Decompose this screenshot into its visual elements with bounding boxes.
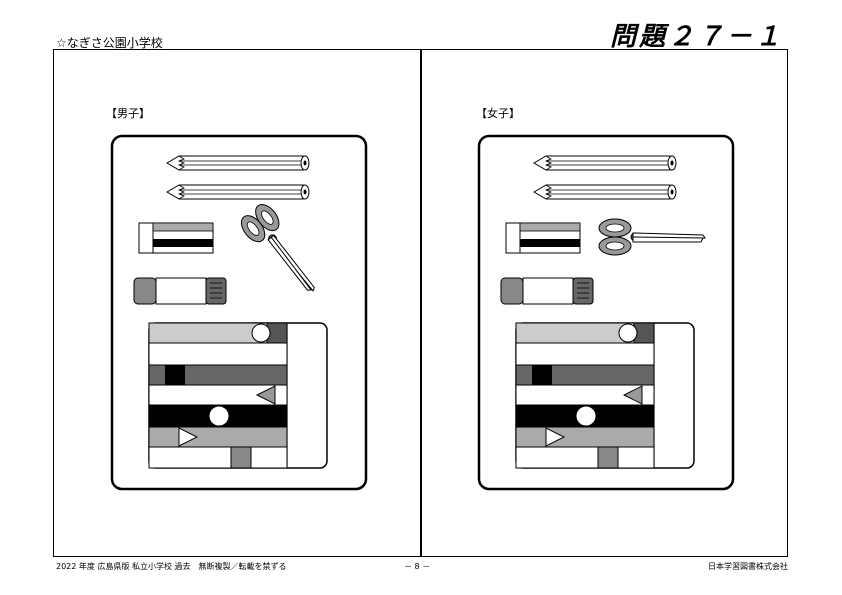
pencil-icon xyxy=(166,155,310,171)
boys-illustration xyxy=(110,134,368,491)
pencil-icon xyxy=(166,184,310,200)
girls-illustration xyxy=(477,134,735,491)
page-frame: 【男子】 xyxy=(53,49,788,557)
boys-label: 【男子】 xyxy=(106,107,150,120)
glue-stick-icon xyxy=(500,277,594,305)
scissors-icon xyxy=(598,218,706,256)
center-divider xyxy=(420,50,422,556)
footer-copyright: 2022 年度 広島県版 私立小学校 過去 無断複製／転載を禁ずる xyxy=(56,562,287,571)
page-number: － 8 － xyxy=(404,562,431,571)
pencil-icon xyxy=(533,155,677,171)
glue-stick-icon xyxy=(133,277,227,305)
scissors-icon xyxy=(240,204,315,292)
girls-label: 【女子】 xyxy=(476,107,520,120)
problem-number: 問題２７－１ xyxy=(609,22,784,52)
pencil-box-illustration xyxy=(515,322,695,469)
publisher-name: 日本学習図書株式会社 xyxy=(708,562,788,571)
eraser-icon xyxy=(138,222,214,254)
school-name: ☆なぎさ公園小学校 xyxy=(56,36,163,50)
pencil-box-illustration xyxy=(148,322,328,469)
pencil-icon xyxy=(533,184,677,200)
eraser-icon xyxy=(505,222,581,254)
